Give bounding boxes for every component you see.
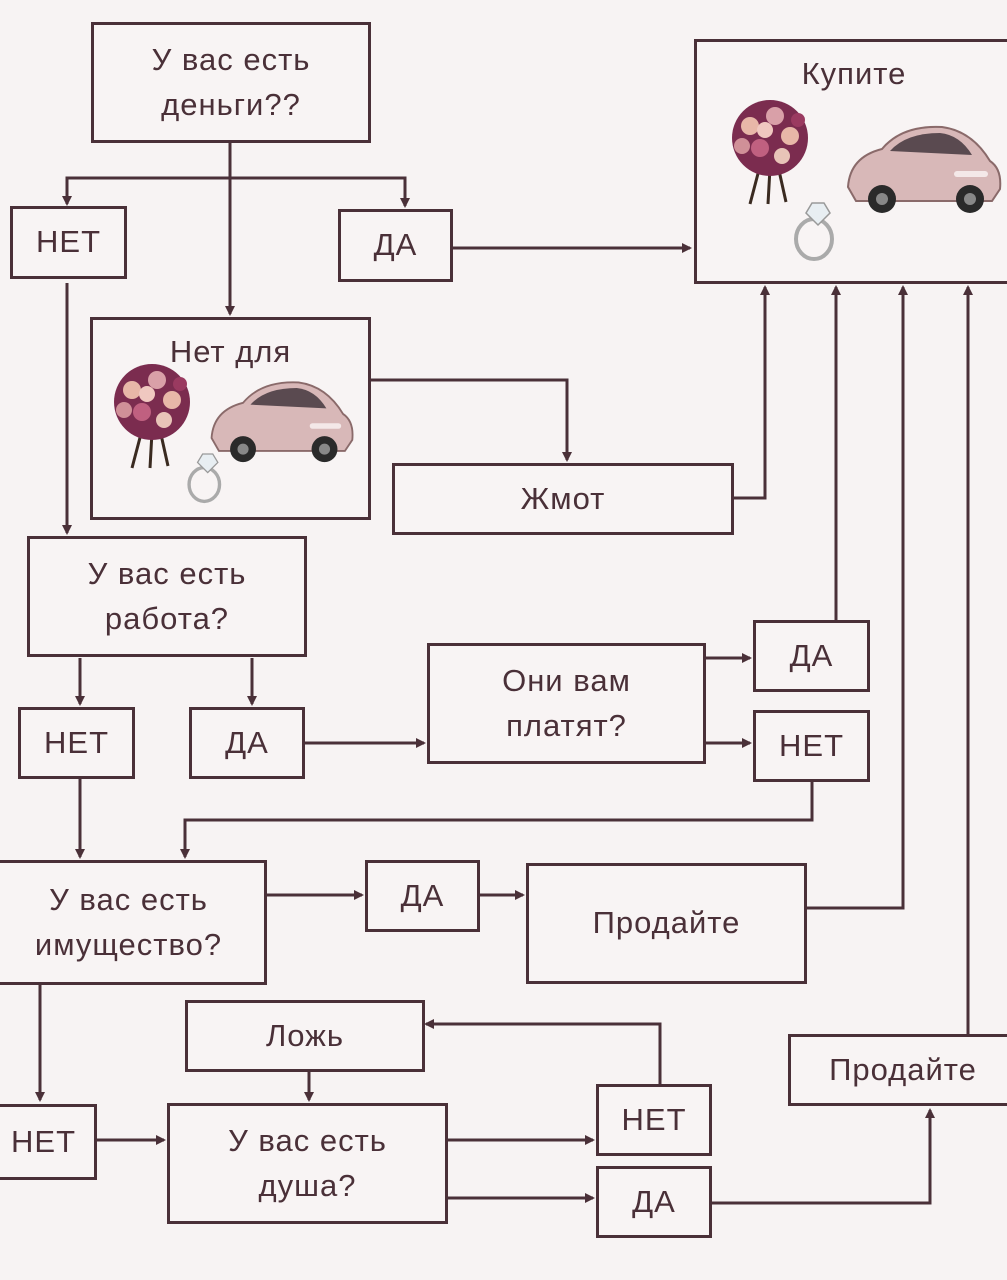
node-sell-2-label: Продайте	[829, 1051, 977, 1087]
edge-notfor-to-cheapskate	[370, 378, 572, 462]
node-no-4-label: НЕТ	[11, 1123, 76, 1159]
node-buy-label: Купите	[801, 56, 907, 91]
node-yes-4-label: ДА	[400, 877, 445, 913]
node-yes-1: ДА	[338, 209, 453, 282]
node-sell-1-label: Продайте	[592, 905, 741, 941]
node-soul-question-label: У вас есть душа?	[228, 1122, 387, 1203]
node-yes-4: ДА	[365, 860, 480, 932]
node-no-5-label: НЕТ	[621, 1101, 687, 1137]
flower-bouquet-image-2	[114, 364, 190, 469]
node-lie: Ложь	[185, 1000, 425, 1072]
edge-sell-to-buy	[806, 285, 908, 910]
node-not-for-label: Нет для	[169, 334, 292, 369]
edge-paidno-to-property	[180, 780, 814, 859]
pink-sports-car-image	[846, 125, 1002, 213]
node-job-question-label: У вас есть работа?	[87, 555, 247, 636]
node-sell-1: Продайте	[526, 863, 807, 984]
node-cheapskate: Жмот	[392, 463, 734, 535]
node-yes-5-label: ДА	[632, 1183, 676, 1219]
node-property-question-label: У вас есть имущество?	[34, 881, 223, 962]
node-no-1: НЕТ	[10, 206, 127, 279]
edge-money-to-yes	[230, 176, 410, 208]
node-yes-5: ДА	[596, 1166, 712, 1238]
node-yes-3: ДА	[753, 620, 870, 692]
edge-money-to-no	[62, 142, 232, 206]
node-no-4: НЕТ	[0, 1104, 97, 1180]
edge-soulno-to-lie	[424, 1019, 662, 1084]
node-no-2-label: НЕТ	[44, 724, 109, 760]
pink-sports-car-image-2	[210, 381, 354, 463]
node-no-1-label: НЕТ	[36, 224, 101, 260]
node-paid-question-label: Они вам платят?	[502, 662, 631, 743]
node-yes-3-label: ДА	[789, 637, 834, 673]
diamond-ring-image-2	[187, 453, 222, 504]
node-lie-label: Ложь	[265, 1017, 345, 1053]
diamond-ring-image	[794, 202, 834, 261]
node-yes-2: ДА	[189, 707, 305, 779]
node-money-question-label: У вас есть деньги??	[151, 41, 311, 122]
node-no-3-label: НЕТ	[779, 727, 844, 763]
node-soul-question: У вас есть душа?	[167, 1103, 448, 1224]
node-no-5: НЕТ	[596, 1084, 712, 1156]
node-paid-question: Они вам платят?	[427, 643, 706, 764]
node-yes-1-label: ДА	[373, 227, 418, 263]
node-property-question: У вас есть имущество?	[0, 860, 267, 985]
node-no-3: НЕТ	[753, 710, 870, 782]
edge-cheapskate-to-buy	[734, 285, 770, 500]
node-job-question: У вас есть работа?	[27, 536, 307, 657]
node-cheapskate-label: Жмот	[520, 480, 606, 516]
node-money-question: У вас есть деньги??	[91, 22, 371, 143]
flower-bouquet-image	[732, 100, 808, 205]
edge-soulyes-to-sell	[711, 1108, 935, 1205]
node-no-2: НЕТ	[18, 707, 135, 779]
node-yes-2-label: ДА	[225, 724, 269, 760]
node-sell-2: Продайте	[788, 1034, 1007, 1106]
